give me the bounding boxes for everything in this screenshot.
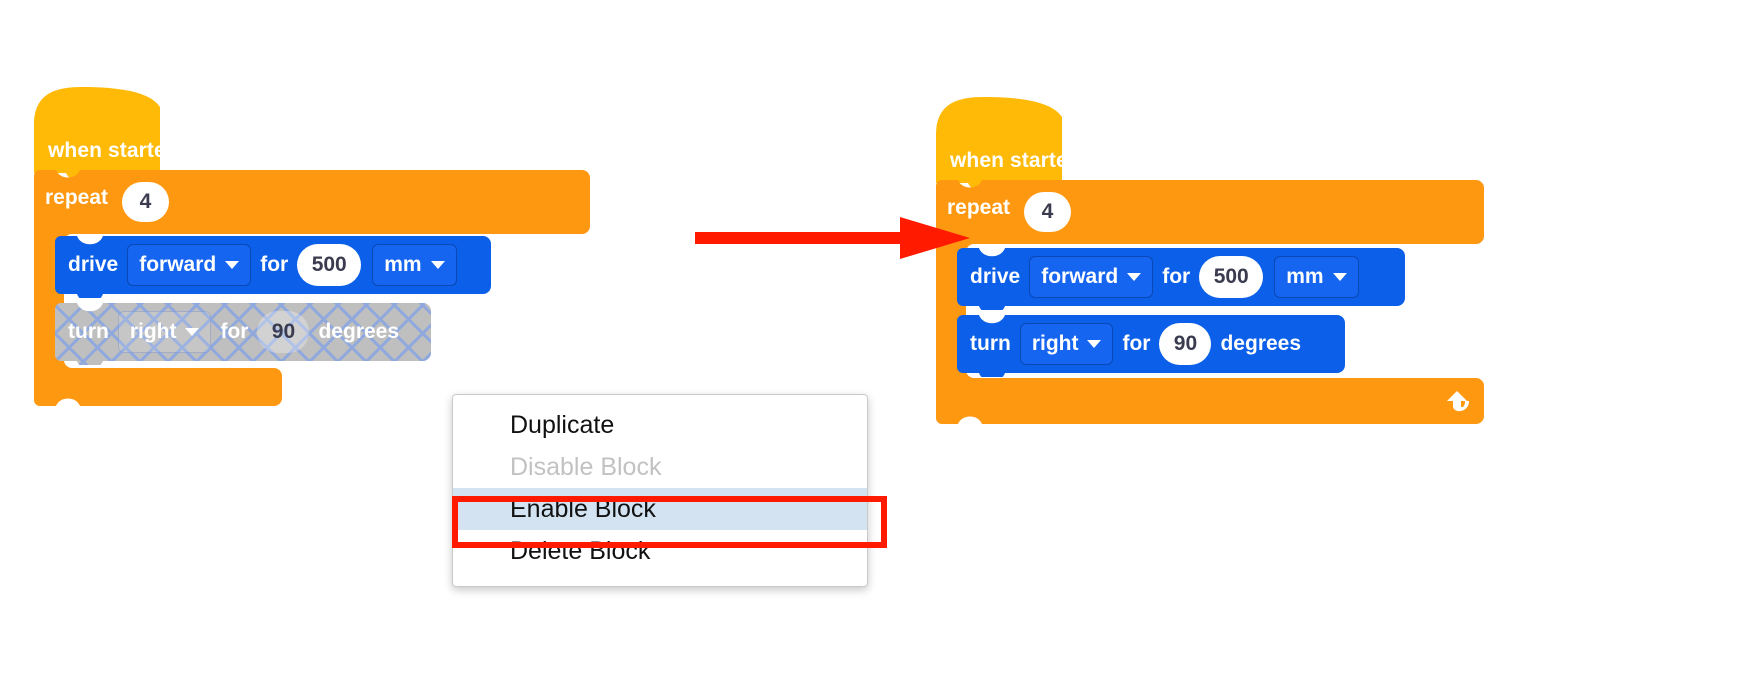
drive-unit-value: mm <box>384 253 422 276</box>
drive-direction-value: forward <box>1041 265 1119 288</box>
turn-block-disabled-shape <box>55 303 431 365</box>
when-started-hat-block[interactable]: when started <box>34 85 186 181</box>
turn-direction-value: right <box>1031 332 1079 355</box>
drive-block[interactable]: drive forward for 500 mm <box>957 248 1407 310</box>
context-menu-item-disable-block: Disable Block <box>453 446 867 488</box>
turn-for-label: for <box>1122 332 1151 355</box>
chevron-down-icon <box>185 328 200 336</box>
repeat-label: repeat <box>947 196 1011 219</box>
chevron-down-icon <box>225 261 240 269</box>
context-menu-label: Duplicate <box>510 410 615 439</box>
drive-distance-field[interactable]: 500 <box>1199 256 1264 298</box>
turn-degrees-label: degrees <box>318 320 400 343</box>
repeat-block-shape <box>936 180 1484 424</box>
chevron-down-icon <box>1087 340 1102 348</box>
drive-unit-dropdown[interactable]: mm <box>1274 256 1359 298</box>
drive-unit-value: mm <box>1286 265 1324 288</box>
loop-arrow-icon <box>1447 391 1469 412</box>
repeat-count-field[interactable]: 4 <box>122 182 169 222</box>
drive-unit-dropdown[interactable]: mm <box>372 244 457 286</box>
drive-direction-dropdown[interactable]: forward <box>127 244 252 286</box>
block-context-menu[interactable]: Duplicate Disable Block Enable Block Del… <box>452 394 868 587</box>
drive-for-label: for <box>260 253 289 276</box>
before-project-stack: when started repeat 4 drive forward for … <box>0 0 620 470</box>
context-menu-label: Disable Block <box>510 452 662 481</box>
drive-label: drive <box>970 265 1021 288</box>
drive-block[interactable]: drive forward for 500 mm <box>55 236 491 298</box>
repeat-loop-block[interactable]: repeat 4 <box>34 170 594 408</box>
repeat-block-shape <box>34 170 590 406</box>
turn-direction-dropdown[interactable]: right <box>117 311 212 353</box>
when-started-hat-block[interactable]: when started <box>936 95 1088 191</box>
chevron-down-icon <box>430 261 445 269</box>
when-started-label: when started <box>48 139 179 162</box>
when-started-hat-shape <box>936 97 1062 191</box>
context-menu-item-duplicate[interactable]: Duplicate <box>453 404 867 446</box>
drive-direction-dropdown[interactable]: forward <box>1029 256 1154 298</box>
turn-block[interactable]: turn right for 90 degrees <box>957 315 1347 377</box>
context-menu-item-enable-block[interactable]: Enable Block <box>453 488 867 530</box>
turn-direction-dropdown[interactable]: right <box>1019 323 1114 365</box>
drive-label: drive <box>68 253 119 276</box>
turn-direction-value: right <box>129 320 177 343</box>
chevron-down-icon <box>1332 273 1347 281</box>
turn-label: turn <box>970 332 1011 355</box>
right-arrow-icon <box>695 217 970 259</box>
chevron-down-icon <box>1127 273 1142 281</box>
turn-angle-field[interactable]: 90 <box>257 311 310 353</box>
turn-label: turn <box>68 320 109 343</box>
when-started-hat-shape <box>34 87 160 181</box>
turn-degrees-label: degrees <box>1220 332 1302 355</box>
repeat-count-field[interactable]: 4 <box>1024 192 1071 232</box>
context-menu-item-delete-block[interactable]: Delete Block <box>453 530 867 572</box>
after-project-stack: when started repeat 4 drive forward f <box>900 0 1600 470</box>
turn-angle-field[interactable]: 90 <box>1159 323 1212 365</box>
drive-distance-field[interactable]: 500 <box>297 244 362 286</box>
context-menu-label: Delete Block <box>510 536 651 565</box>
turn-for-label: for <box>220 320 249 343</box>
drive-direction-value: forward <box>139 253 217 276</box>
repeat-loop-block[interactable]: repeat 4 <box>936 180 1516 428</box>
transition-arrow <box>695 215 995 265</box>
when-started-label: when started <box>950 149 1081 172</box>
drive-for-label: for <box>1162 265 1191 288</box>
turn-block-disabled[interactable]: turn right for 90 degrees <box>55 303 431 365</box>
repeat-label: repeat <box>45 186 109 209</box>
context-menu-label: Enable Block <box>510 494 656 523</box>
